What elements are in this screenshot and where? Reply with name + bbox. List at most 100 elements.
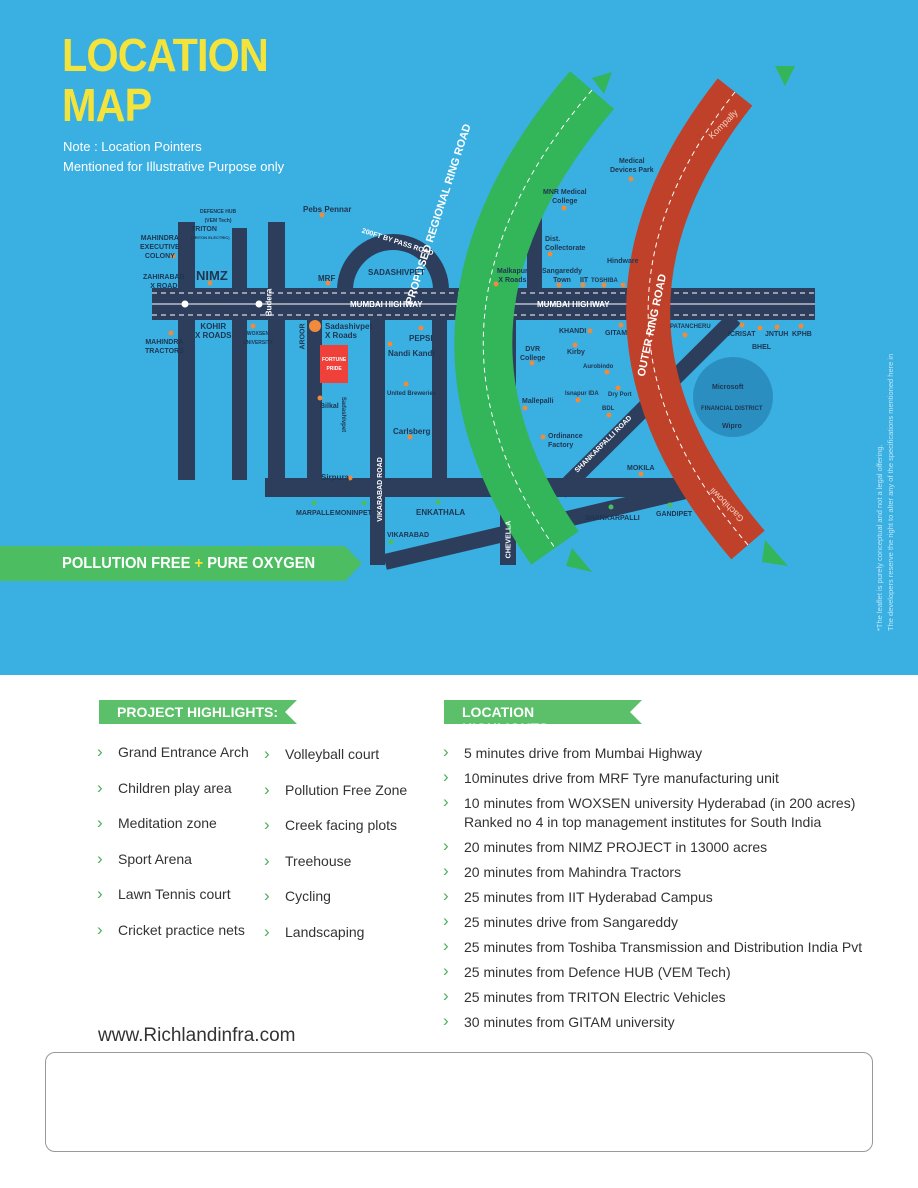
place-label: NIMZ	[196, 268, 228, 283]
place-label: DEFENCE HUB (VEM Tech)	[200, 209, 237, 224]
list-item: Treehouse	[264, 851, 407, 889]
road-label: Sadashivpet	[340, 396, 347, 433]
place-label: Sirpura	[321, 473, 350, 482]
place-label: IIT	[580, 277, 589, 284]
place-label: Pebs Pennar	[303, 205, 352, 214]
place-label: United Breweries	[387, 391, 437, 397]
place-label: MNR Medical College	[543, 189, 587, 205]
list-item: 25 minutes from Toshiba Transmission and…	[443, 936, 862, 957]
place-label: MOKILA	[627, 465, 655, 472]
list-item: Grand Entrance Arch	[97, 742, 249, 780]
place-label: KOHIR X ROADS	[195, 322, 232, 340]
disclaimer: *The leaflet is purely conceptual and no…	[875, 353, 895, 631]
place-label: FINANCIAL DISTRICT	[701, 406, 763, 412]
place-label: JNTUH	[765, 331, 789, 338]
place-label: ZAHIRABAD X ROAD	[143, 274, 185, 290]
list-item: 25 minutes from Defence HUB (VEM Tech)	[443, 961, 862, 982]
road-label: CHEVELLA	[505, 520, 513, 559]
website-link[interactable]: www.Richlandinfra.com	[98, 1025, 296, 1046]
place-label: MONINPET	[335, 510, 372, 517]
place-label: SHANKARPALLI	[585, 515, 640, 522]
place-label: Sadashivpet X Roads	[325, 322, 373, 340]
road-label: MUMBAI HIGHWAY	[537, 300, 610, 309]
place-label: PATANCHERU	[670, 324, 711, 330]
place-label: Ordinance Factory	[548, 433, 583, 449]
fortune-pride-marker	[320, 345, 348, 383]
contact-box	[45, 1052, 873, 1152]
road-label: AROOR	[299, 323, 307, 350]
list-item: 10minutes drive from MRF Tyre manufactur…	[443, 767, 862, 788]
list-item: 20 minutes from Mahindra Tractors	[443, 861, 862, 882]
regional-ring-road	[454, 71, 615, 565]
list-item: Creek facing plots	[264, 815, 407, 853]
location-highlights-heading: LOCATION HIGHLIGHTS:	[444, 700, 642, 724]
place-label: ENKATHALA	[416, 508, 466, 517]
place-label: KPHB	[792, 331, 812, 338]
project-highlights-heading: PROJECT HIGHLIGHTS:	[99, 700, 297, 724]
list-item: 5 minutes drive from Mumbai Highway	[443, 742, 862, 763]
list-item: Meditation zone	[97, 813, 249, 851]
place-label: MARPALLE	[296, 510, 335, 517]
list-item: 25 minutes from TRITON Electric Vehicles	[443, 986, 862, 1007]
place-label: TRITON	[191, 226, 217, 233]
list-item: Cricket practice nets	[97, 920, 249, 958]
note: Mentioned for Illustrative Purpose only	[63, 159, 285, 174]
road-label: Budera	[264, 288, 274, 317]
list-item: 10 minutes from WOXSEN university Hydera…	[443, 792, 862, 832]
road-bottom	[265, 478, 705, 497]
place-label: Nandi Kandi	[388, 349, 435, 358]
place-label: FORTUNE PRIDE	[322, 357, 347, 372]
place-label: (TRITON ELECTRIC)	[191, 235, 230, 240]
financial-district-circle	[693, 357, 773, 437]
arrow-icon	[592, 72, 612, 94]
project-highlights-col2: Volleyball court Pollution Free Zone Cre…	[264, 744, 407, 959]
list-item: 20 minutes from NIMZ PROJECT in 13000 ac…	[443, 836, 862, 857]
place-label: KHANDI	[559, 328, 587, 335]
road	[232, 228, 247, 480]
place-label: MAHINDRA TRACTORS	[145, 339, 184, 355]
pollution-free-banner: POLLUTION FREE + PURE OXYGEN	[0, 546, 362, 581]
project-highlights-col1: Grand Entrance Arch Children play area M…	[97, 742, 249, 958]
list-item: 25 minutes drive from Sangareddy	[443, 911, 862, 932]
road-label: MUMBAI HIGHWAY	[350, 300, 423, 309]
list-item: 30 minutes from GITAM university	[443, 1011, 862, 1032]
list-item: 25 minutes from IIT Hyderabad Campus	[443, 886, 862, 907]
road-label: VIKARABAD ROAD	[376, 457, 384, 522]
list-item: Sport Arena	[97, 849, 249, 887]
map-roads	[152, 66, 815, 572]
road	[307, 320, 322, 492]
place-label: Malkapur X Roads	[497, 268, 528, 284]
road	[432, 320, 447, 480]
place-label: GANDIPET	[656, 511, 693, 518]
place-label: MRF	[318, 274, 336, 283]
arrow-icon	[566, 548, 592, 572]
list-item: Cycling	[264, 886, 407, 924]
place-label: Kirby	[567, 349, 585, 356]
place-label: Sangareddy Town	[542, 268, 583, 284]
place-label: SADASHIVPET	[368, 268, 425, 277]
place-label: Dry Port	[608, 392, 632, 398]
place-label: BHEL	[752, 344, 772, 351]
place-label: TOSHIBA	[591, 278, 618, 284]
place-label: MAHINDRA EXECUTIVE COLONY	[140, 235, 180, 260]
note: Note : Location Pointers	[63, 139, 202, 154]
list-item: Lawn Tennis court	[97, 884, 249, 922]
road	[268, 222, 285, 492]
arrow-icon	[775, 66, 795, 86]
place-label: Hindware	[607, 258, 639, 265]
place-label: DVR College	[520, 346, 546, 362]
list-item: Children play area	[97, 778, 249, 816]
place-label: Mallepalli	[522, 398, 554, 405]
road	[370, 320, 385, 565]
place-label: BDL	[602, 406, 615, 412]
list-item: Pollution Free Zone	[264, 780, 407, 818]
place-label: PEPSI	[409, 334, 433, 343]
place-label: GITAM	[605, 330, 628, 337]
list-item: Volleyball court	[264, 744, 407, 782]
location-highlights-list: 5 minutes drive from Mumbai Highway 10mi…	[443, 742, 862, 1038]
road	[178, 222, 195, 480]
place-label: Bilkal	[320, 403, 339, 410]
arrow-icon	[762, 540, 788, 566]
